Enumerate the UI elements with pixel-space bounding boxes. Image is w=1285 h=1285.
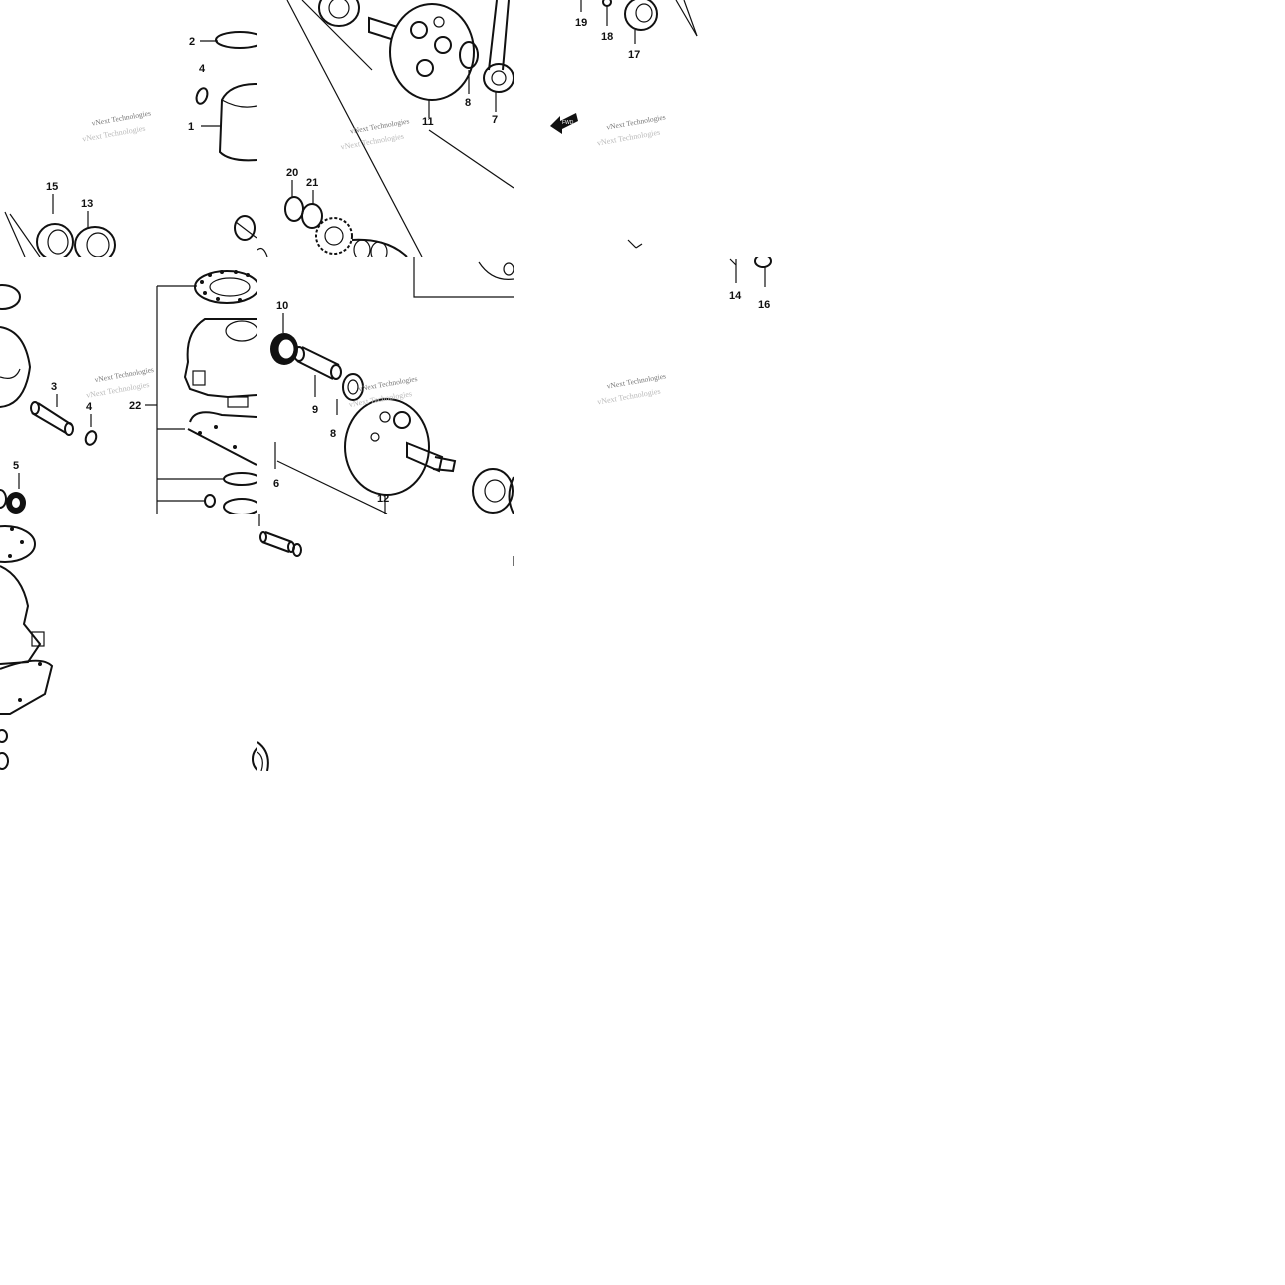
diagram-tile-crank-left: 11 8 7 vNext Technologies vNext Technolo… xyxy=(257,0,514,257)
callout-5: 5 xyxy=(13,460,19,472)
callout-6: 6 xyxy=(273,478,279,490)
callout-15: 15 xyxy=(46,181,58,193)
diagram-tile-piston: 2 4 1 vNext Technologies vNext Technolog… xyxy=(0,0,257,257)
callout-18: 18 xyxy=(601,31,613,43)
callout-16: 16 xyxy=(758,299,770,311)
callout-19: 19 xyxy=(575,17,587,29)
watermark: vNext Technologies vNext Technologies xyxy=(597,371,667,407)
diagram-tile-crank-right: 10 9 8 12 6 vNext Technologies vNext Tec… xyxy=(257,257,514,514)
callout-21: 21 xyxy=(306,177,318,189)
callout-14: 14 xyxy=(729,290,742,302)
callout-13: 13 xyxy=(81,198,93,210)
callout-11: 11 xyxy=(422,116,434,128)
callout-8b: 8 xyxy=(330,428,336,440)
callout-17: 17 xyxy=(628,49,640,61)
front-arrow-icon: FWD xyxy=(550,113,578,134)
callout-12: 12 xyxy=(377,493,389,505)
watermark: vNext Technologies vNext Technologies xyxy=(340,116,410,152)
callout-10: 10 xyxy=(276,300,288,312)
watermark: vNext Technologies vNext Technologies xyxy=(82,108,152,144)
callout-1: 1 xyxy=(188,121,194,133)
callout-7: 7 xyxy=(492,114,498,126)
diagram-tile-dowel xyxy=(257,514,514,771)
callout-8: 8 xyxy=(465,97,471,109)
callout-9: 9 xyxy=(312,404,318,416)
diagram-tile-right-edge: 14 16 xyxy=(722,257,782,317)
callout-2: 2 xyxy=(189,36,195,48)
svg-text:vNext Technologies: vNext Technologies xyxy=(82,124,147,144)
callout-3: 3 xyxy=(51,381,57,393)
svg-text:vNext Technologies: vNext Technologies xyxy=(597,387,662,407)
callout-20: 20 xyxy=(286,167,298,179)
callout-4: 4 xyxy=(199,63,206,75)
diagram-tile-piston-pin: 3 4 5 vNext Technologies vNext Technolog… xyxy=(0,257,257,514)
callout-22: 22 xyxy=(129,400,141,412)
callout-4b: 4 xyxy=(86,401,93,413)
watermark: vNext Technologies vNext Technologies xyxy=(596,112,666,148)
watermark: vNext Technologies vNext Technologies xyxy=(85,365,154,400)
diagram-tile-cylinder xyxy=(0,514,257,771)
diagram-tile-right-bearings: 19 18 17 FWD vNext Technologies vNext Te… xyxy=(514,0,771,257)
svg-text:vNext Technologies: vNext Technologies xyxy=(340,132,405,152)
svg-text:vNext Technologies: vNext Technologies xyxy=(596,128,661,148)
svg-text:FWD: FWD xyxy=(562,120,574,126)
